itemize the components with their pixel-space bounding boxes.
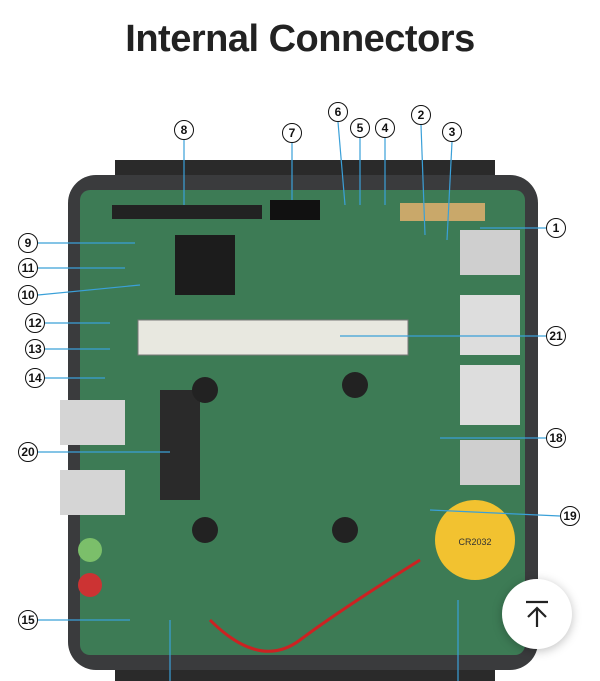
callout-18: 18 [546,428,566,448]
callout-20: 20 [18,442,38,462]
callout-15: 15 [18,610,38,630]
arrow-up-to-line-icon [526,600,548,627]
callout-2: 2 [411,105,431,125]
callout-12: 12 [25,313,45,333]
battery-label: CR2032 [458,537,491,547]
callout-10: 10 [18,285,38,305]
callout-8: 8 [174,120,194,140]
callout-6: 6 [328,102,348,122]
callout-9: 9 [18,233,38,253]
callout-14: 14 [25,368,45,388]
callout-19: 19 [560,506,580,526]
callout-3: 3 [442,122,462,142]
callout-11: 11 [18,258,38,278]
scroll-to-top-button[interactable] [502,579,572,649]
callout-21: 21 [546,326,566,346]
callout-13: 13 [25,339,45,359]
callout-1: 1 [546,218,566,238]
page-title: Internal Connectors [125,18,475,60]
callout-5: 5 [350,118,370,138]
callout-4: 4 [375,118,395,138]
callout-7: 7 [282,123,302,143]
